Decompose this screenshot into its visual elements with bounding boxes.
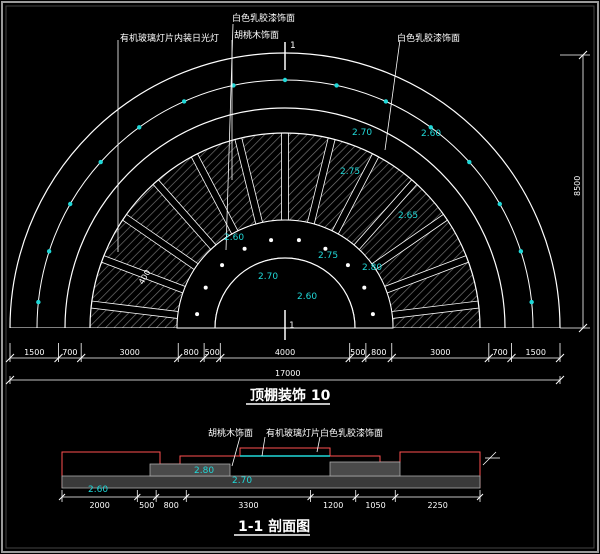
section-mark-bottom: 1 — [289, 321, 295, 331]
plan-title: 顶棚装饰 10 — [250, 387, 331, 404]
section-label-latex: 白色乳胶漆饰面 — [320, 427, 383, 439]
lamp-dot — [428, 125, 433, 130]
height-dimension: 8500 — [560, 50, 590, 333]
label-plexiglass-lamp: 有机玻璃灯片内装日光灯 — [120, 32, 219, 44]
level-mark: 2.70 — [352, 128, 372, 138]
level-mark: 2.75 — [318, 251, 338, 261]
section-step-right — [329, 461, 401, 477]
mid-arc — [64, 107, 506, 328]
plan-dimension-row: 1500 700 3000 800 500 4000 500 800 3000 700 1500 — [5, 343, 565, 385]
label-white-latex-top: 白色乳胶漆饰面 — [232, 12, 295, 24]
inner-dot — [269, 238, 274, 243]
plan-dimension-text: 800 — [184, 348, 199, 357]
section-level: 2.80 — [194, 466, 214, 476]
lamp-dot — [46, 249, 52, 254]
center-circle — [214, 257, 356, 329]
label-white-latex-right: 白色乳胶漆饰面 — [397, 32, 460, 44]
inner-dot — [362, 285, 367, 290]
lamp-dot — [98, 159, 103, 165]
lamp-dot — [282, 77, 288, 83]
plan-dimension-text: 800 — [371, 348, 386, 357]
inner-dot — [203, 285, 208, 290]
lamp-dot — [497, 201, 502, 207]
section-dimension-row: 2000 500 800 3300 1200 1050 2250 — [58, 490, 484, 510]
inner-dot — [296, 238, 301, 243]
section-leader-2 — [261, 436, 266, 457]
section-dimension-text: 1050 — [365, 501, 385, 510]
section-dimension-text: 800 — [164, 501, 179, 510]
total-dimension: 17000 — [275, 369, 300, 378]
inner-dot — [370, 312, 375, 317]
inner-dot — [242, 246, 247, 251]
section-dimension-text: 2000 — [89, 501, 109, 510]
plan-dimension-text: 1500 — [24, 348, 44, 357]
lamp-dot — [181, 99, 187, 104]
lamp-dot — [383, 99, 389, 104]
lamp-dot — [36, 299, 41, 305]
plan-dimension-text: 3000 — [430, 348, 450, 357]
section-level: 2.60 — [88, 485, 108, 495]
section-mark-top: 1 — [290, 41, 296, 51]
lamp-dot — [334, 83, 339, 88]
section-step-left — [149, 463, 231, 477]
section-leader-1 — [231, 436, 241, 467]
section-view — [61, 447, 500, 489]
lamp-dot — [137, 125, 142, 130]
level-mark: 2.60 — [297, 292, 317, 302]
level-mark: 2.75 — [340, 167, 360, 177]
section-dimension-text: 3300 — [238, 501, 258, 510]
level-mark: 2.80 — [362, 263, 382, 273]
leader-line-4 — [384, 39, 401, 151]
plan-dimension-text: 1500 — [526, 348, 546, 357]
plan-dimension-text: 3000 — [120, 348, 140, 357]
level-mark: 2.70 — [258, 272, 278, 282]
section-dimension-text: 500 — [139, 501, 154, 510]
section-dimension-text: 2250 — [427, 501, 447, 510]
section-label-lamp: 有机玻璃灯片 — [266, 427, 320, 439]
section-dimension-text: 1200 — [323, 501, 343, 510]
plan-dimension-text: 4000 — [275, 348, 295, 357]
inner-dot — [195, 312, 200, 317]
section-level: 2.70 — [232, 476, 252, 486]
section-slab — [61, 475, 481, 489]
level-mark: 2.65 — [398, 211, 418, 221]
level-marks: 2.70 2.60 2.75 2.65 2.60 2.75 2.80 2.70 … — [224, 128, 441, 302]
inner-dot — [345, 263, 350, 268]
lamp-dots — [36, 77, 534, 305]
plan-dimension-text: 700 — [493, 348, 508, 357]
window-inner-border — [5, 5, 595, 549]
lamp-dot — [68, 201, 73, 207]
section-profile — [61, 447, 481, 488]
radial-beam — [281, 132, 289, 225]
lamp-dot — [467, 159, 472, 165]
section-leader-3 — [316, 436, 321, 453]
section-title: 1-1 剖面图 — [238, 518, 310, 535]
inner-ring-dots — [195, 238, 375, 317]
plan-dimension-text: 700 — [62, 348, 77, 357]
inner-dot — [323, 246, 328, 251]
level-mark: 2.60 — [224, 233, 244, 243]
lamp-dot — [529, 299, 534, 305]
plan-dimension-text: 500 — [205, 348, 220, 357]
label-ceiling-wood: 胡桃木饰面 — [234, 29, 279, 41]
section-label-wood: 胡桃木饰面 — [208, 427, 253, 439]
inner-dot — [220, 263, 225, 268]
height-dimension-text: 8500 — [573, 176, 582, 196]
level-mark: 2.60 — [421, 129, 441, 139]
plan-dimension-text: 500 — [350, 348, 365, 357]
lamp-dot — [518, 249, 524, 254]
hatch-outer-arc — [89, 132, 481, 328]
